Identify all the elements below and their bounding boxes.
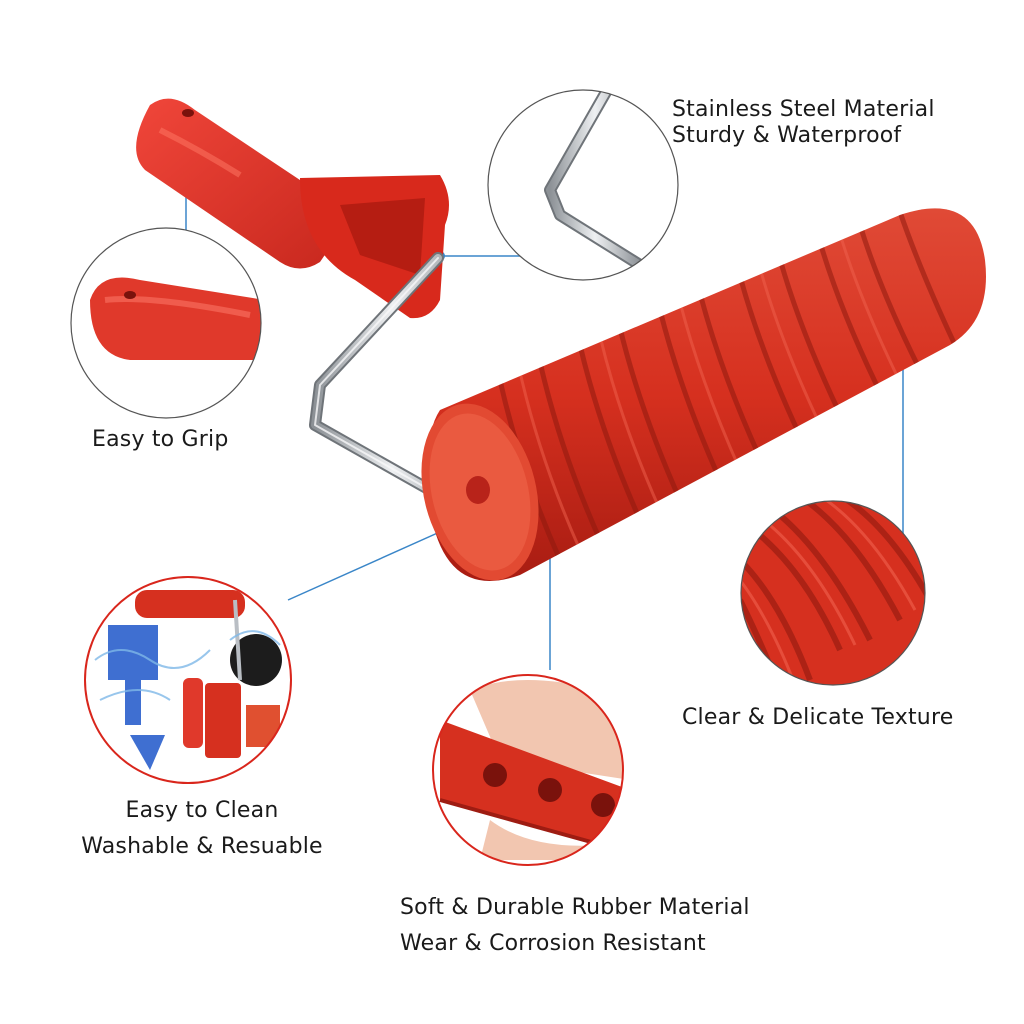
caption-texture: Clear & Delicate Texture (682, 705, 953, 731)
caption-steel-material: Stainless Steel Material Sturdy & Waterp… (672, 97, 935, 150)
caption-texture-line1: Clear & Delicate Texture (682, 705, 954, 730)
caption-steel-line2: Sturdy & Waterproof (672, 123, 902, 149)
caption-rubber-line2: Wear & Corrosion Resistant (400, 931, 706, 957)
caption-grip-line1: Easy to Grip (92, 427, 229, 452)
roller (421, 208, 986, 581)
detail-circle-grip (70, 227, 262, 419)
caption-rubber-line1: Soft & Durable Rubber Material (400, 895, 750, 920)
caption-easy-clean: Easy to Clean Washable & Resuable (80, 798, 324, 871)
detail-circle-rubber (432, 674, 624, 866)
caption-clean-line1: Easy to Clean (125, 798, 279, 823)
detail-circle-texture (740, 500, 926, 686)
caption-steel-line1: Stainless Steel Material (672, 97, 935, 122)
detail-circle-steel (487, 89, 679, 281)
caption-rubber-material: Soft & Durable Rubber Material Wear & Co… (400, 895, 750, 968)
caption-easy-grip: Easy to Grip (92, 427, 229, 453)
caption-clean-line2: Washable & Resuable (81, 834, 323, 860)
detail-circle-clean (84, 576, 292, 784)
hang-hole (182, 109, 194, 117)
